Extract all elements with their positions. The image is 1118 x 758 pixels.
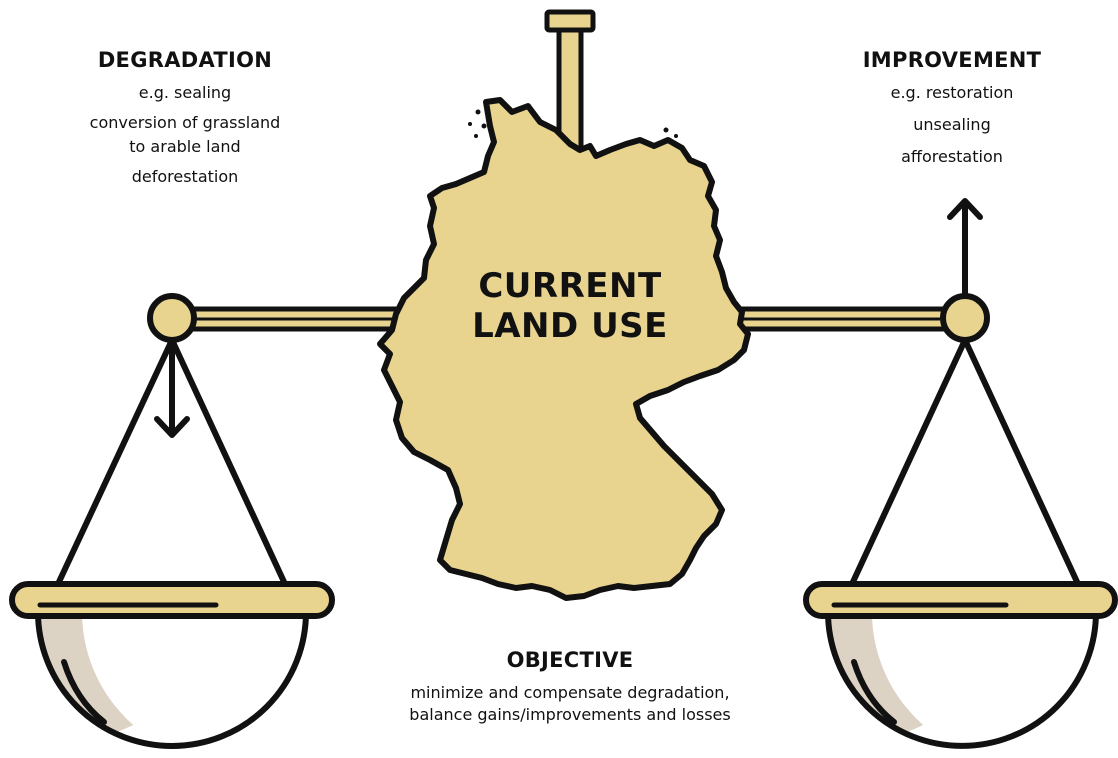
improvement-example: afforestation [901,147,1003,166]
degradation-example: conversion of grassland [89,113,281,132]
arrow-down-icon [154,339,190,438]
arrow-up-icon [947,198,983,297]
degradation-example: deforestation [131,167,239,186]
left-scale-pan [9,581,335,749]
top-post [544,9,596,157]
current-land-use-title: CURRENT LAND USE [420,266,720,346]
improvement-heading: IMPROVEMENT [862,48,1042,72]
right-pan-strings [849,338,1081,586]
right-scale-pan [803,581,1118,749]
right-pivot [940,293,990,343]
degradation-example: to arable land [129,137,241,156]
degradation-example: e.g. sealing [138,83,232,102]
objective-line: minimize and compensate degradation, [410,683,730,702]
improvement-block: IMPROVEMENT e.g. restoration unsealing a… [832,48,1072,170]
improvement-example: e.g. restoration [890,83,1014,102]
objective-heading: OBJECTIVE [506,648,634,672]
objective-line: balance gains/improvements and losses [409,705,731,724]
improvement-example: unsealing [913,115,991,134]
current-land-use-line1: CURRENT [478,266,662,306]
degradation-heading: DEGRADATION [97,48,273,72]
left-pan-strings [55,338,288,586]
map-islands [468,109,678,138]
objective-block: OBJECTIVE minimize and compensate degrad… [360,648,780,726]
current-land-use-line2: LAND USE [472,306,668,346]
degradation-block: DEGRADATION e.g. sealing conversion of g… [60,48,310,190]
scale-beam [177,306,963,332]
germany-map [377,97,751,601]
left-pivot [147,293,197,343]
